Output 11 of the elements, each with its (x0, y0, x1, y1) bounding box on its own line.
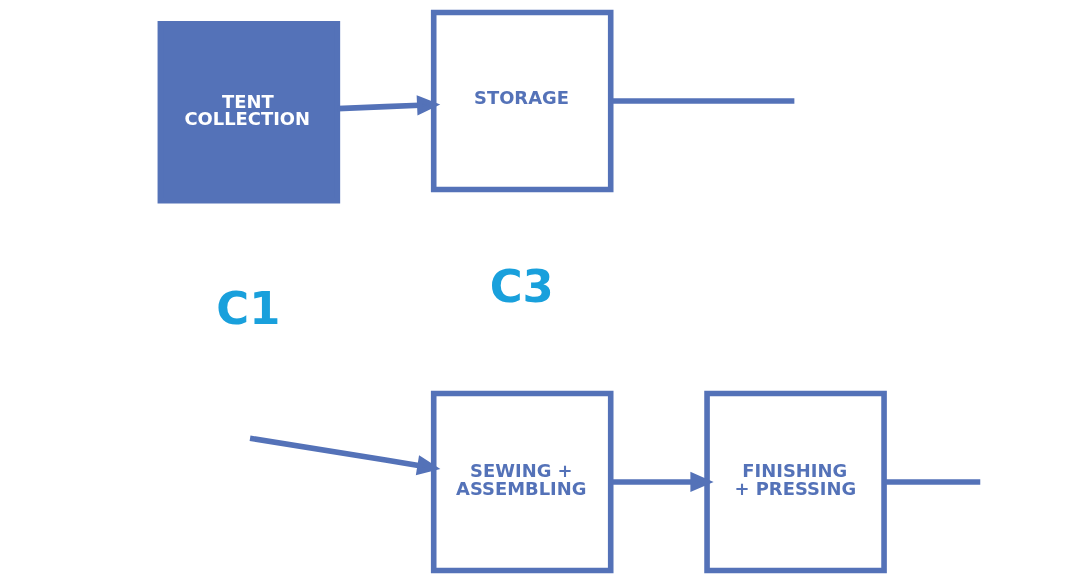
label: C1 (216, 281, 281, 335)
node-box: FINISHING + PRESSING (704, 390, 887, 574)
node-box: STORAGE (430, 9, 614, 193)
node-box: TENT COLLECTION (157, 20, 341, 204)
connector (611, 98, 795, 104)
arrow (249, 435, 441, 476)
arrow (611, 471, 714, 493)
connector (884, 479, 981, 485)
arrow (337, 95, 441, 116)
label: C3 (489, 259, 554, 313)
node-box: SEWING + ASSEMBLING (430, 390, 614, 574)
